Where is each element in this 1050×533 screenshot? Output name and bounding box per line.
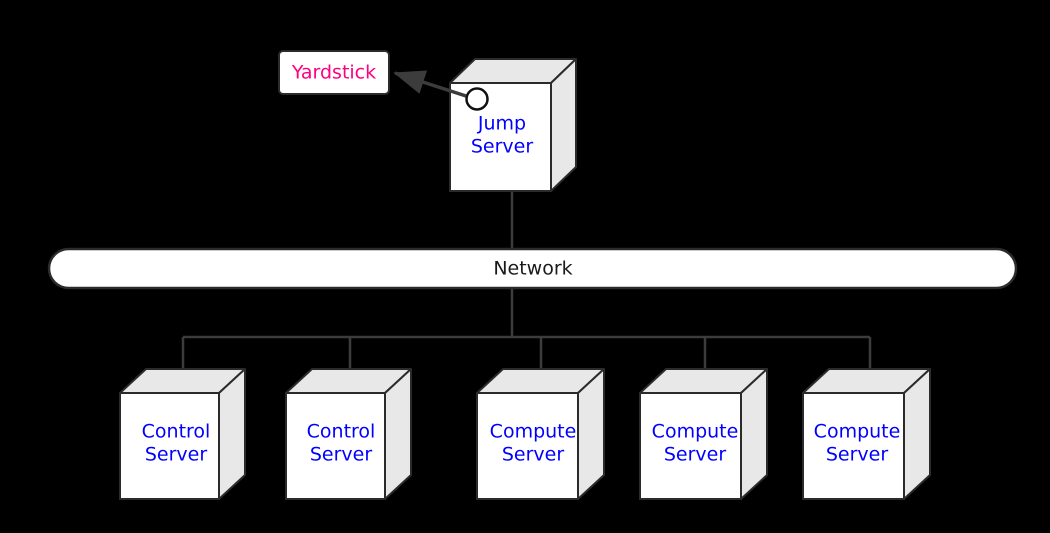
- compute-server-3-right-face: [903, 368, 931, 500]
- jump-server-right-face: [550, 58, 577, 192]
- jump-server-node[interactable]: Jump Server: [449, 58, 577, 192]
- compute-server-3-front-face[interactable]: [802, 392, 905, 500]
- connector-jump-to-yardstick: [393, 70, 467, 98]
- control-server-1-label-line2: Server: [145, 444, 207, 466]
- control-server-2-front-face[interactable]: [285, 392, 386, 500]
- connector-lines: [181, 191, 872, 372]
- control-server-1-front-face[interactable]: [119, 392, 220, 500]
- compute-server-3-label-line2: Server: [826, 444, 888, 466]
- control-server-2-label-line1: Control: [307, 421, 376, 443]
- compute-server-3-label-line1: Compute: [814, 421, 901, 443]
- network-bar[interactable]: [47, 247, 1018, 290]
- network-node[interactable]: Network: [47, 247, 1018, 290]
- compute-server-1-label-line1: Compute: [490, 421, 577, 443]
- compute-server-1-front-face[interactable]: [476, 392, 579, 500]
- node-compute-server-1[interactable]: Compute Server: [476, 368, 605, 500]
- compute-server-1-label-line2: Server: [502, 444, 564, 466]
- node-control-server-1[interactable]: Control Server: [119, 368, 246, 500]
- network-label: Network: [493, 258, 572, 280]
- control-server-1-label-line1: Control: [142, 421, 211, 443]
- jump-server-label-line1: Jump: [477, 113, 526, 135]
- jump-server-interface-port-icon: [465, 87, 489, 111]
- control-server-1-right-face: [218, 368, 246, 500]
- node-compute-server-2[interactable]: Compute Server: [639, 368, 768, 500]
- compute-server-2-front-face[interactable]: [639, 392, 742, 500]
- yardstick-label: Yardstick: [291, 62, 376, 84]
- node-compute-server-3[interactable]: Compute Server: [802, 368, 931, 500]
- control-server-2-label-line2: Server: [310, 444, 372, 466]
- yardstick-node[interactable]: Yardstick: [278, 50, 390, 95]
- compute-server-1-right-face: [577, 368, 605, 500]
- jump-server-label-line2: Server: [471, 136, 533, 158]
- node-control-server-2[interactable]: Control Server: [285, 368, 412, 500]
- compute-server-2-right-face: [740, 368, 768, 500]
- compute-server-2-label-line2: Server: [664, 444, 726, 466]
- yardstick-box[interactable]: [278, 50, 390, 95]
- compute-server-2-label-line1: Compute: [652, 421, 739, 443]
- control-server-2-right-face: [384, 368, 412, 500]
